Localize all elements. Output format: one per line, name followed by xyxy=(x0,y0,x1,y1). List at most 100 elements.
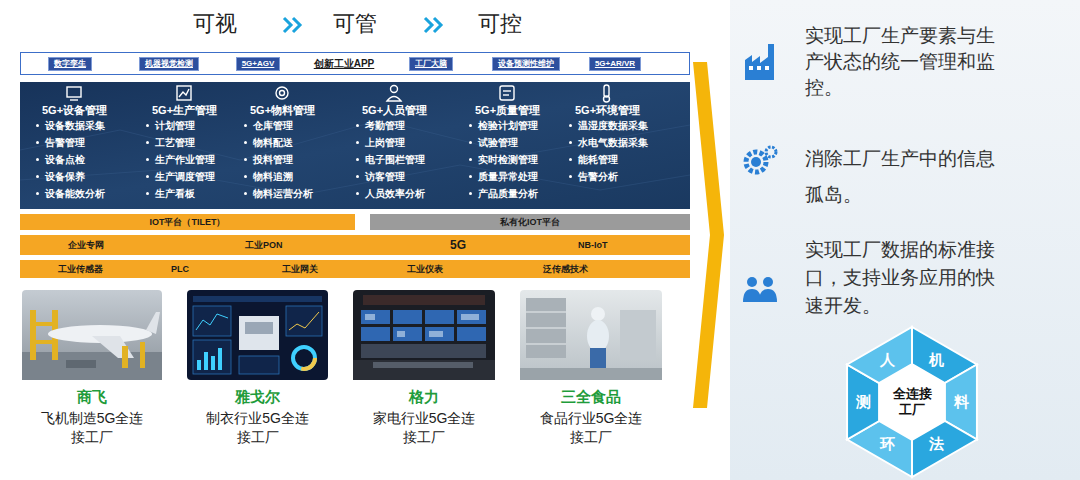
case-photo: 格力家电行业5G全连接工厂 xyxy=(353,290,495,460)
factor-letter: 测 xyxy=(856,394,871,410)
column-heading: 5G+人员管理 xyxy=(362,103,427,117)
network-label: 5G xyxy=(450,238,466,252)
app-label: 数字孪生 xyxy=(49,58,91,70)
case-photo: 三全食品食品行业5G全连接工厂 xyxy=(520,290,662,460)
benefit-text: 消除工厂生产中的信息孤岛。 xyxy=(805,141,1005,213)
module-item: 设备能效分析 xyxy=(45,187,105,200)
photo-caption: 雅戈尔制衣行业5G全连接工厂 xyxy=(187,387,328,447)
company-name: 三全食品 xyxy=(520,387,662,407)
module-item: 温湿度数据采集 xyxy=(578,119,648,132)
column-heading: 5G+环境管理 xyxy=(575,103,640,117)
module-column: 5G+生产管理计划管理工艺管理生产作业管理生产调度管理生产看板 xyxy=(143,103,253,207)
module-item: 访客管理 xyxy=(365,170,405,183)
module-item: 水电气数据采集 xyxy=(578,136,648,149)
module-item: 检验计划管理 xyxy=(478,119,538,132)
photo-caption: 三全食品食品行业5G全连接工厂 xyxy=(520,387,662,447)
title-step: 可管 xyxy=(333,11,377,37)
module-item: 上岗管理 xyxy=(365,136,405,149)
company-name: 商飞 xyxy=(22,387,162,407)
factory-description: 家电行业5G全连接工厂 xyxy=(368,409,480,447)
app-box: 机器视觉检测 xyxy=(139,57,199,71)
benefit-text: 实现工厂生产要素与生产状态的统一管理和监控。 xyxy=(805,23,1005,101)
network-bar: 企业专网工业PON5GNB-IoT xyxy=(20,235,690,255)
app-box: 设备预测性维护 xyxy=(492,57,560,71)
factory-description: 食品行业5G全连接工厂 xyxy=(535,409,647,447)
module-item: 生产调度管理 xyxy=(155,170,215,183)
module-item: 电子围栏管理 xyxy=(365,153,425,166)
device-bar: 工业传感器PLC工业网关工业仪表泛传感技术 xyxy=(20,260,690,278)
column-heading: 5G+质量管理 xyxy=(475,103,540,117)
platform-bar: 私有化IOT平台 xyxy=(370,214,690,230)
module-item: 实时检测管理 xyxy=(478,153,538,166)
module-item: 物料运营分析 xyxy=(253,187,313,200)
module-column: 5G+质量管理检验计划管理试验管理实时检测管理质量异常处理产品质量分析 xyxy=(466,103,576,207)
module-item: 告警分析 xyxy=(578,170,618,183)
platform-label: 私有化IOT平台 xyxy=(500,216,560,228)
side-panel xyxy=(730,0,1080,480)
column-heading: 5G+物料管理 xyxy=(250,103,315,117)
platform-label: IOT平台（TILET） xyxy=(150,216,226,228)
device-label: PLC xyxy=(171,264,189,274)
module-item: 仓库管理 xyxy=(253,119,293,132)
module-item: 能耗管理 xyxy=(578,153,618,166)
module-item: 计划管理 xyxy=(155,119,195,132)
app-label: 5G+AGV xyxy=(237,58,280,70)
module-column: 5G+人员管理考勤管理上岗管理电子围栏管理访客管理人员效率分析 xyxy=(353,103,463,207)
photo-caption: 格力家电行业5G全连接工厂 xyxy=(353,387,495,447)
module-item: 产品质量分析 xyxy=(478,187,538,200)
aircraft-factory-photo xyxy=(22,290,162,380)
flow-chevron xyxy=(693,62,724,408)
factory-description: 制衣行业5G全连接工厂 xyxy=(202,409,314,447)
module-item: 试验管理 xyxy=(478,136,518,149)
title-step: 可控 xyxy=(478,11,522,37)
module-item: 物料配送 xyxy=(253,136,293,149)
photo-caption: 商飞飞机制造5G全连接工厂 xyxy=(22,387,162,447)
hub-label: 全连接工厂 xyxy=(891,386,933,418)
app-box: 数字孪生 xyxy=(48,57,92,71)
network-label: 企业专网 xyxy=(68,239,104,252)
app-box: 工厂大脑 xyxy=(409,57,453,71)
module-item: 生产看板 xyxy=(155,187,195,200)
column-heading: 5G+生产管理 xyxy=(152,103,217,117)
app-label: 5G+AR/VR xyxy=(590,58,640,70)
module-item: 物料追溯 xyxy=(253,170,293,183)
control-centre-photo xyxy=(353,290,495,380)
module-item: 设备保养 xyxy=(45,170,85,183)
platform-bar: IOT平台（TILET） xyxy=(20,214,355,230)
app-caption: 创新工业APP xyxy=(314,58,375,70)
food-workshop-photo xyxy=(520,290,662,380)
case-photo: 雅戈尔制衣行业5G全连接工厂 xyxy=(187,290,328,460)
app-box: 5G+AGV xyxy=(236,57,281,71)
column-heading: 5G+设备管理 xyxy=(42,103,107,117)
module-item: 设备数据采集 xyxy=(45,119,105,132)
company-name: 雅戈尔 xyxy=(187,387,328,407)
device-label: 工业网关 xyxy=(282,263,318,276)
module-item: 投料管理 xyxy=(253,153,293,166)
company-name: 格力 xyxy=(353,387,495,407)
factor-letter: 机 xyxy=(929,352,944,368)
module-column: 5G+物料管理仓库管理物料配送投料管理物料追溯物料运营分析 xyxy=(241,103,351,207)
module-column: 5G+环境管理温湿度数据采集水电气数据采集能耗管理告警分析 xyxy=(566,103,676,207)
factor-letter: 料 xyxy=(954,394,969,410)
module-item: 告警管理 xyxy=(45,136,85,149)
module-item: 质量异常处理 xyxy=(478,170,538,183)
module-column: 5G+设备管理设备数据采集告警管理设备点检设备保养设备能效分析 xyxy=(33,103,143,207)
panel-texture xyxy=(20,120,690,195)
module-item: 工艺管理 xyxy=(155,136,195,149)
device-label: 工业传感器 xyxy=(58,263,103,276)
network-label: NB-IoT xyxy=(578,240,608,250)
app-box: 5G+AR/VR xyxy=(589,57,641,71)
case-photo: 商飞飞机制造5G全连接工厂 xyxy=(22,290,162,460)
app-bar: 创新工业APP 数字孪生 机器视觉检测 5G+AGV 工厂大脑 设备预测性维护 5G+AR/… xyxy=(20,52,690,75)
side-icons xyxy=(743,44,777,302)
device-label: 工业仪表 xyxy=(407,263,443,276)
module-item: 生产作业管理 xyxy=(155,153,215,166)
factor-letter: 环 xyxy=(880,436,895,452)
hub-ring xyxy=(847,327,977,477)
module-item: 人员效率分析 xyxy=(365,187,425,200)
module-item: 考勤管理 xyxy=(365,119,405,132)
factor-letter: 法 xyxy=(929,436,944,452)
benefit-text: 实现工厂数据的标准接口，支持业务应用的快速开发。 xyxy=(805,236,1005,320)
factory-description: 飞机制造5G全连接工厂 xyxy=(36,409,148,447)
